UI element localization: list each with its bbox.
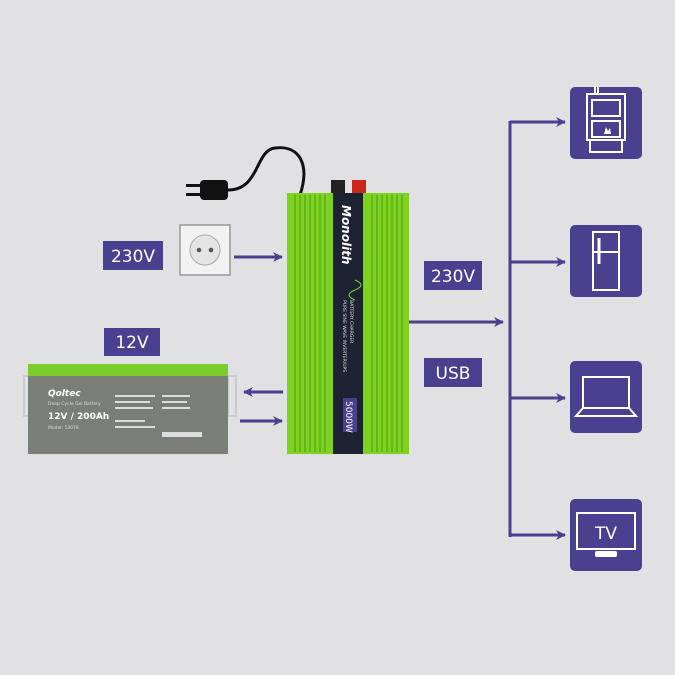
inverter: Monolith PURE SINE WAVE INVERTER/UPS BAT… <box>287 180 409 454</box>
battery-voltage-label: 12V <box>104 328 160 356</box>
fridge-icon <box>570 225 642 297</box>
svg-text:5000W: 5000W <box>343 401 353 433</box>
svg-text:230V: 230V <box>431 267 475 287</box>
svg-text:Deep Cycle Gel Battery: Deep Cycle Gel Battery <box>48 401 101 407</box>
battery: Qoltec Deep Cycle Gel Battery 12V / 200A… <box>23 364 237 454</box>
svg-text:12V / 200Ah: 12V / 200Ah <box>48 412 109 422</box>
plug-icon <box>186 146 306 200</box>
output-voltage-label: 230V <box>424 261 482 290</box>
svg-text:Model: 53078: Model: 53078 <box>48 425 79 431</box>
svg-text:12V: 12V <box>115 333 149 353</box>
svg-text:230V: 230V <box>111 247 155 267</box>
usb-label: USB <box>424 358 482 387</box>
svg-text:USB: USB <box>436 364 471 384</box>
wall-socket-icon <box>179 224 231 276</box>
laptop-icon <box>570 361 642 433</box>
grid-voltage-label: 230V <box>103 241 163 270</box>
svg-text:TV: TV <box>594 524 617 544</box>
tv-icon: TV <box>570 499 642 571</box>
svg-text:PURE SINE WAVE INVERTER/UPS: PURE SINE WAVE INVERTER/UPS <box>341 300 347 372</box>
boiler-icon <box>570 86 642 159</box>
svg-text:BATTERY CHARGER: BATTERY CHARGER <box>348 300 354 343</box>
svg-text:Qoltec: Qoltec <box>48 389 81 399</box>
svg-text:Monolith: Monolith <box>339 205 353 264</box>
